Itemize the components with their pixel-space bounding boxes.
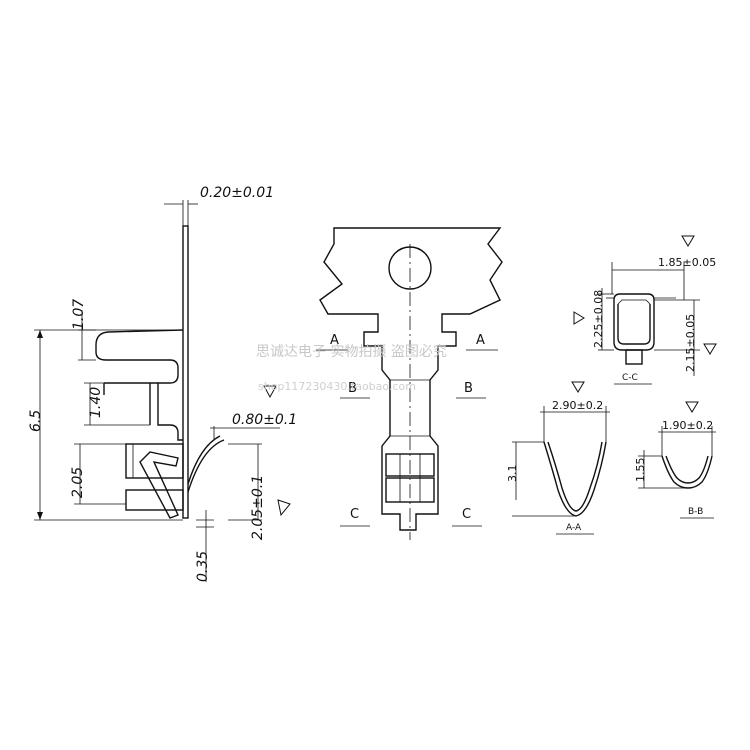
dim-bb-height: 1.55 [634, 458, 647, 483]
dim-cc-height-left: 2.25±0.08 [592, 290, 605, 348]
surface-triangle-icon [685, 401, 699, 413]
side-view: 0.20±0.01 6.5 1.07 1.40 2.05 [28, 185, 297, 582]
watermark-line1: 思诚达电子 实物拍摄 盗图必究 [256, 344, 447, 360]
section-a-right: A [476, 333, 485, 348]
section-aa: 2.90±0.2 3.1 A-A [506, 381, 610, 535]
surface-triangle-icon [571, 381, 585, 393]
dim-cc-width: 1.85±0.05 [658, 256, 716, 269]
section-aa-label: A-A [566, 523, 582, 533]
dim-thickness: 0.20±0.01 [200, 185, 274, 201]
dim-aa-width: 2.90±0.2 [552, 399, 603, 412]
section-b-left: B [348, 381, 357, 396]
section-cc-label: C-C [622, 373, 638, 383]
section-bb-label: B-B [688, 507, 703, 517]
section-bb: 1.90±0.2 1.55 B-B [634, 401, 716, 519]
watermark-line2: shop117230430.taobao.com [258, 380, 416, 393]
section-c-left: C [350, 507, 359, 522]
surface-triangle-icon [263, 385, 277, 399]
dim-aa-height: 3.1 [506, 465, 519, 483]
dim-lower-height: 2.05 [70, 467, 86, 498]
dim-bb-width: 1.90±0.2 [662, 419, 713, 432]
surface-triangle-icon [573, 311, 585, 325]
dim-mid-gap: 1.40 [88, 387, 104, 418]
dim-top-gap: 1.07 [71, 299, 87, 330]
section-c-right: C [462, 507, 471, 522]
dim-cc-height-right: 2.15±0.05 [684, 314, 697, 372]
dim-bottom: 0.35 [195, 551, 211, 582]
dim-total-height: 6.5 [28, 410, 44, 432]
section-cc: 1.85±0.05 2.25±0.08 2.15±0.05 C-C [573, 235, 717, 385]
section-a-left: A [330, 333, 339, 348]
dim-offset: 0.80±0.1 [232, 412, 297, 428]
surface-triangle-icon [681, 235, 695, 247]
section-b-right: B [464, 381, 473, 396]
dim-tip-height: 2.05±0.1 [250, 475, 266, 540]
top-view: A A B B C C [316, 227, 503, 540]
surface-triangle-icon [277, 499, 291, 517]
surface-triangle-icon [703, 343, 717, 355]
